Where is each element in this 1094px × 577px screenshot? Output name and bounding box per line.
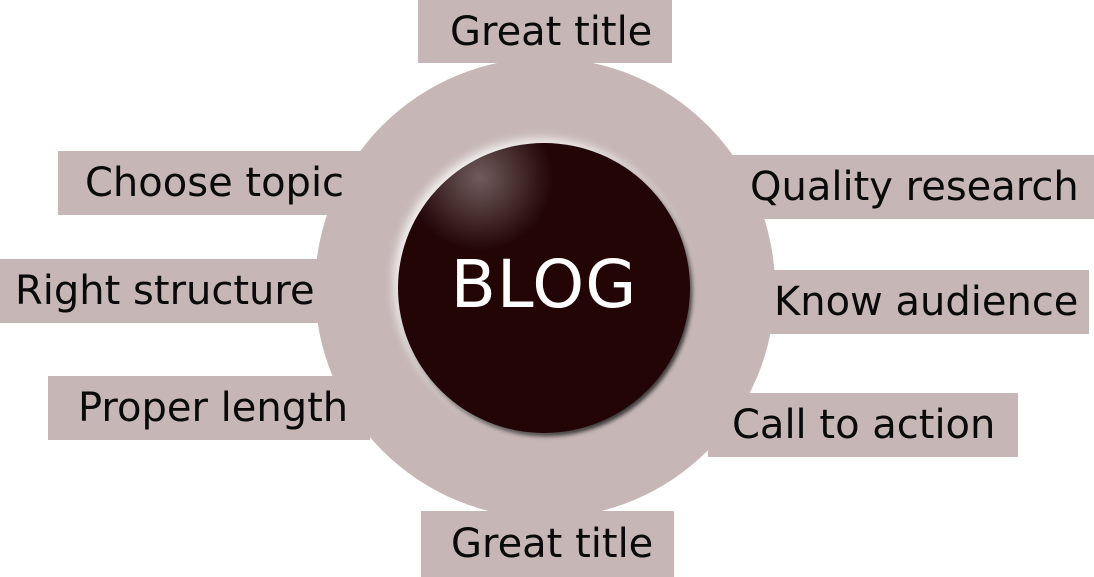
item-top: Great title	[418, 0, 672, 63]
item-label: Proper length	[78, 385, 349, 431]
item-label: Quality research	[750, 164, 1079, 210]
item-bottom: Great title	[421, 511, 674, 577]
item-left-middle: Right structure	[0, 259, 330, 323]
item-label: Choose topic	[85, 160, 345, 206]
item-right-middle: Know audience	[760, 270, 1089, 334]
item-label: Great title	[451, 521, 654, 567]
item-label: Call to action	[732, 402, 996, 448]
item-right-upper: Quality research	[730, 155, 1094, 219]
item-left-upper: Choose topic	[58, 151, 360, 215]
item-left-lower: Proper length	[48, 376, 370, 440]
item-label: Great title	[450, 8, 653, 55]
item-label: Know audience	[774, 279, 1079, 325]
blog-hub-circle: BLOG	[398, 143, 690, 433]
item-label: Right structure	[15, 268, 315, 314]
item-right-lower: Call to action	[708, 393, 1018, 457]
hub-label: BLOG	[450, 245, 638, 323]
